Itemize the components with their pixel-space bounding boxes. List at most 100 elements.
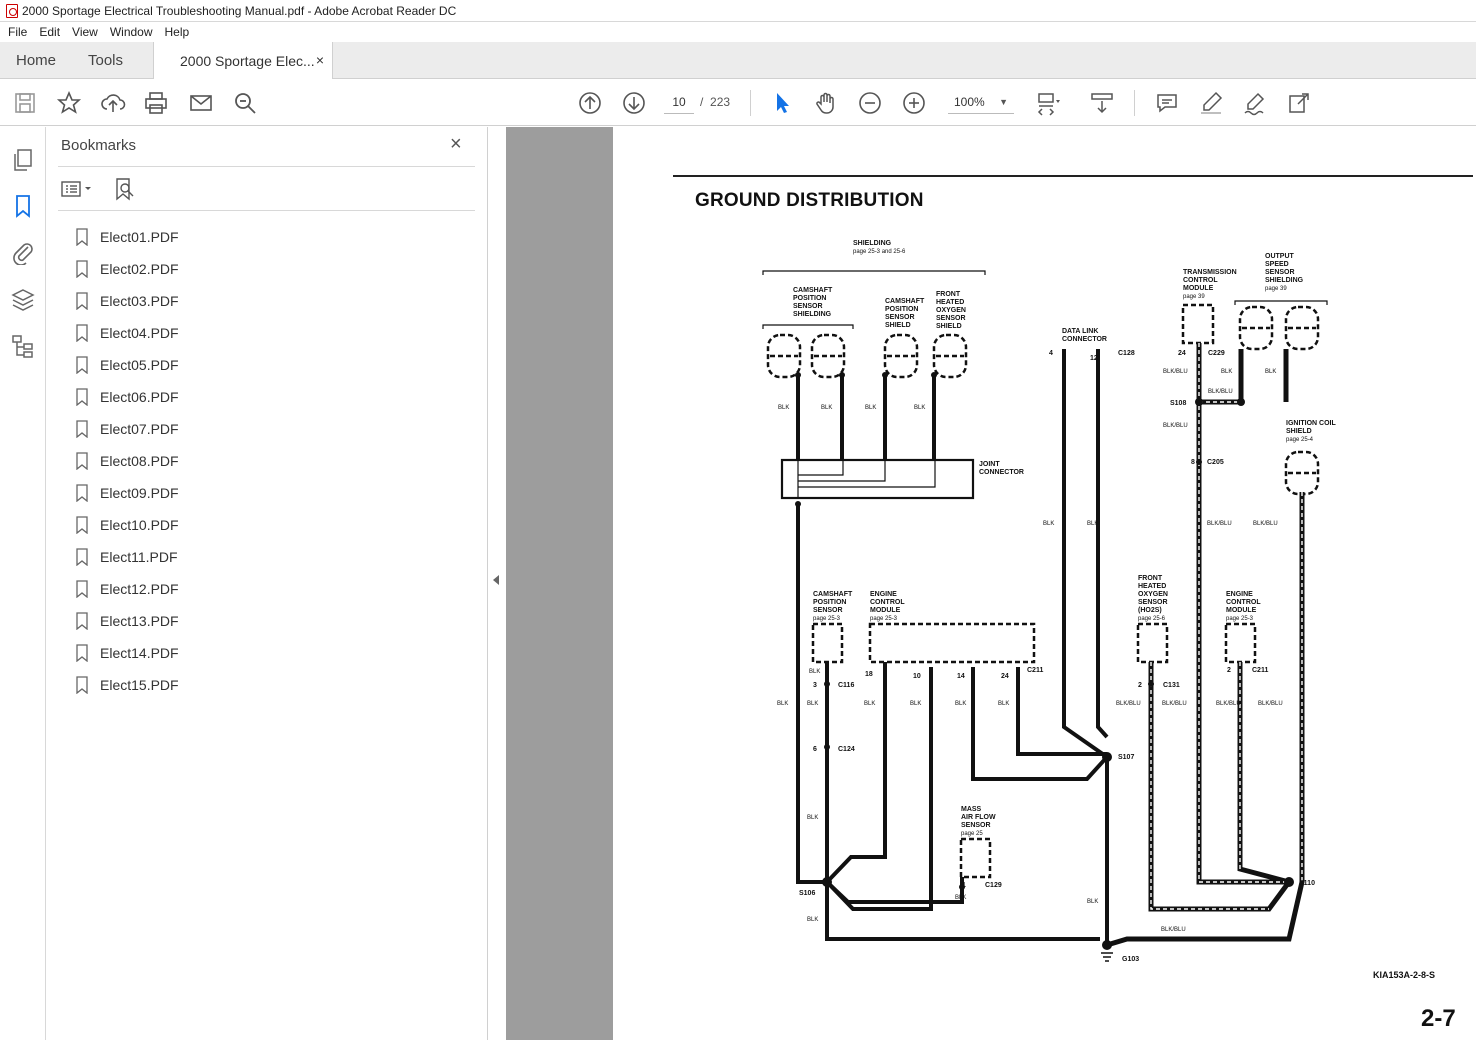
cloud-upload-icon[interactable] [100,90,126,116]
pin-label: 2 [1138,682,1142,689]
scroll-mode-icon[interactable] [1089,90,1115,116]
bookmark-icon [76,324,88,342]
bookmark-item[interactable]: Elect05.PDF [76,349,179,381]
divider [58,210,475,211]
tab-home[interactable]: Home [16,52,57,69]
highlight-pen-icon[interactable] [1198,90,1224,116]
search-icon[interactable] [232,90,258,116]
bookmark-item[interactable]: Elect04.PDF [76,317,179,349]
layers-icon[interactable] [10,287,36,313]
tab-document[interactable]: 2000 Sportage Elec... × [153,42,333,79]
zoom-out-icon[interactable] [857,90,883,116]
connector-label: C116 [838,682,854,689]
tags-structure-icon[interactable] [10,333,36,359]
menu-edit[interactable]: Edit [39,25,61,39]
bookmark-options-icon[interactable] [60,177,96,201]
bookmark-item[interactable]: Elect15.PDF [76,669,179,701]
bookmark-item[interactable]: Elect13.PDF [76,605,179,637]
wire-label: BLK/BLU [1163,423,1188,429]
bookmark-item[interactable]: Elect12.PDF [76,573,179,605]
bookmark-icon[interactable] [10,193,36,219]
panel-collapse-handle[interactable] [488,127,506,1040]
menu-window[interactable]: Window [109,25,153,39]
comment-icon[interactable] [1154,90,1180,116]
tab-document-label: 2000 Sportage Elec... [180,52,315,69]
menu-view[interactable]: View [72,25,98,39]
bookmark-label: Elect04.PDF [100,325,179,341]
bookmark-icon [76,420,88,438]
page-fit-icon[interactable] [1034,90,1060,116]
find-bookmark-icon[interactable] [112,177,136,201]
pin-label: 2 [1227,667,1231,674]
wire-label: BLK/BLU [1258,701,1283,707]
email-icon[interactable] [188,90,214,116]
bookmark-label: Elect01.PDF [100,229,179,245]
bookmark-item[interactable]: Elect07.PDF [76,413,179,445]
print-icon[interactable] [143,90,169,116]
wire-label: BLK/BLU [1162,701,1187,707]
save-icon[interactable] [12,90,38,116]
bookmark-label: Elect15.PDF [100,677,179,693]
acrobat-icon [6,3,18,18]
wire-label: BLK [778,405,789,411]
connector-label: C129 [985,882,1002,889]
page-thumbnails-icon[interactable] [10,147,36,173]
next-page-icon[interactable] [621,90,647,116]
share-tools-icon[interactable] [1286,90,1312,116]
tab-bar: Home Tools 2000 Sportage Elec... × [0,42,1476,79]
wire-label: BLK/BLU [1216,701,1241,707]
bookmarks-title: Bookmarks [61,137,137,154]
pin-label: 4 [1049,350,1053,357]
bookmark-item[interactable]: Elect03.PDF [76,285,179,317]
menu-help[interactable]: Help [164,25,190,39]
pin-label: 24 [1178,350,1186,357]
close-panel-icon[interactable]: × [450,133,462,155]
star-icon[interactable] [56,90,82,116]
tab-tools[interactable]: Tools [88,52,124,69]
bookmark-icon [76,356,88,374]
sign-icon[interactable] [1242,90,1268,116]
bookmark-item[interactable]: Elect10.PDF [76,509,179,541]
document-viewport[interactable]: GROUND DISTRIBUTION [506,127,1476,1040]
wire-label: BLK [807,815,818,821]
bookmark-item[interactable]: Elect09.PDF [76,477,179,509]
bookmark-item[interactable]: Elect08.PDF [76,445,179,477]
bookmark-item[interactable]: Elect14.PDF [76,637,179,669]
bookmark-label: Elect05.PDF [100,357,179,373]
connector-label: C229 [1208,350,1225,357]
bookmark-icon [76,676,88,694]
select-cursor-icon[interactable] [769,90,795,116]
hand-tool-icon[interactable] [813,90,839,116]
zoom-in-icon[interactable] [901,90,927,116]
bookmark-item[interactable]: Elect01.PDF [76,221,179,253]
page-number: 2-7 [1421,1005,1456,1032]
pin-label: 8 [1191,459,1195,466]
wire-label: BLK/BLU [1207,521,1232,527]
close-tab-icon[interactable]: × [315,52,324,68]
bookmark-icon [76,260,88,278]
bookmark-icon [76,516,88,534]
bookmark-label: Elect03.PDF [100,293,179,309]
bookmark-item[interactable]: Elect11.PDF [76,541,179,573]
previous-page-icon[interactable] [577,90,603,116]
pin-label: 24 [1001,673,1009,680]
zoom-select[interactable]: 100% ▼ [948,90,1014,114]
pin-label: 3 [813,682,817,689]
label-shielding-page: page 25-3 and 25-6 [853,249,906,255]
bookmark-item[interactable]: Elect02.PDF [76,253,179,285]
wire-label: BLK [1043,521,1054,527]
wire-label: BLK [1221,369,1232,375]
menu-file[interactable]: File [8,25,28,39]
bookmark-item[interactable]: Elect06.PDF [76,381,179,413]
page-number-input[interactable]: 10 [664,90,694,114]
title-bar: 2000 Sportage Electrical Troubleshooting… [0,0,1476,22]
bookmarks-panel: Bookmarks × Elect01.PDF Elect02.PDF Elec… [46,127,488,1040]
splice-label: S108 [1170,400,1186,407]
attachment-icon[interactable] [10,239,36,266]
